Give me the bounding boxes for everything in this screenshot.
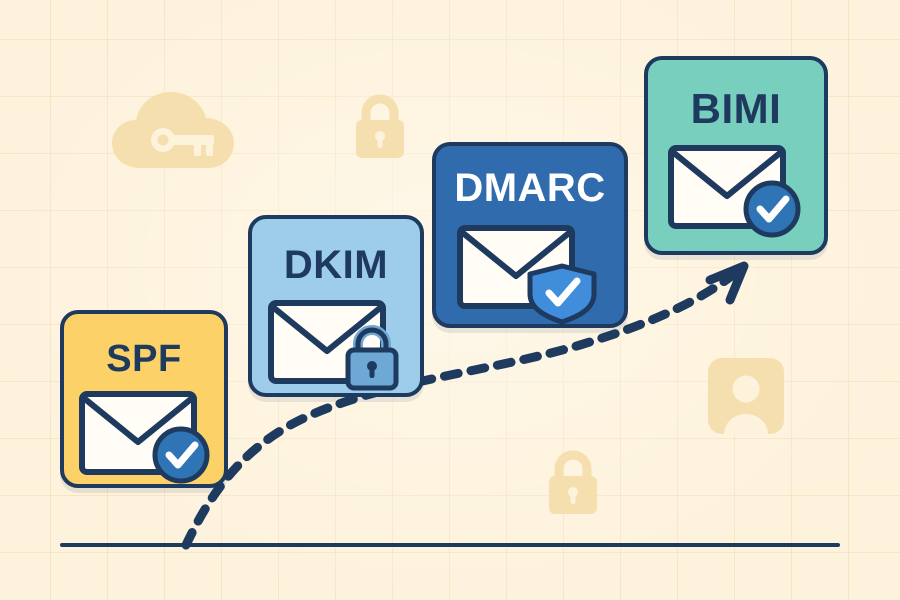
envelope-check-icon-spf (64, 388, 224, 484)
padlock-icon (352, 92, 408, 165)
envelope-lock-icon-dkim (252, 297, 420, 393)
card-label-spf: SPF (106, 338, 182, 380)
padlock-icon (545, 448, 601, 521)
envelope-check-icon-bimi (648, 142, 824, 240)
card-dmarc[interactable]: DMARC (432, 142, 628, 328)
envelope-shield-icon-dmarc (436, 222, 624, 325)
card-spf[interactable]: SPF (60, 310, 228, 488)
card-label-bimi: BIMI (690, 85, 782, 132)
card-bimi[interactable]: BIMI (644, 56, 828, 255)
card-label-dkim: DKIM (283, 243, 389, 287)
baseline-rule (60, 543, 840, 547)
cloud-key-icon (108, 88, 238, 185)
card-label-dmarc: DMARC (454, 166, 606, 210)
card-dkim[interactable]: DKIM (248, 215, 424, 397)
user-avatar-icon (706, 356, 786, 441)
